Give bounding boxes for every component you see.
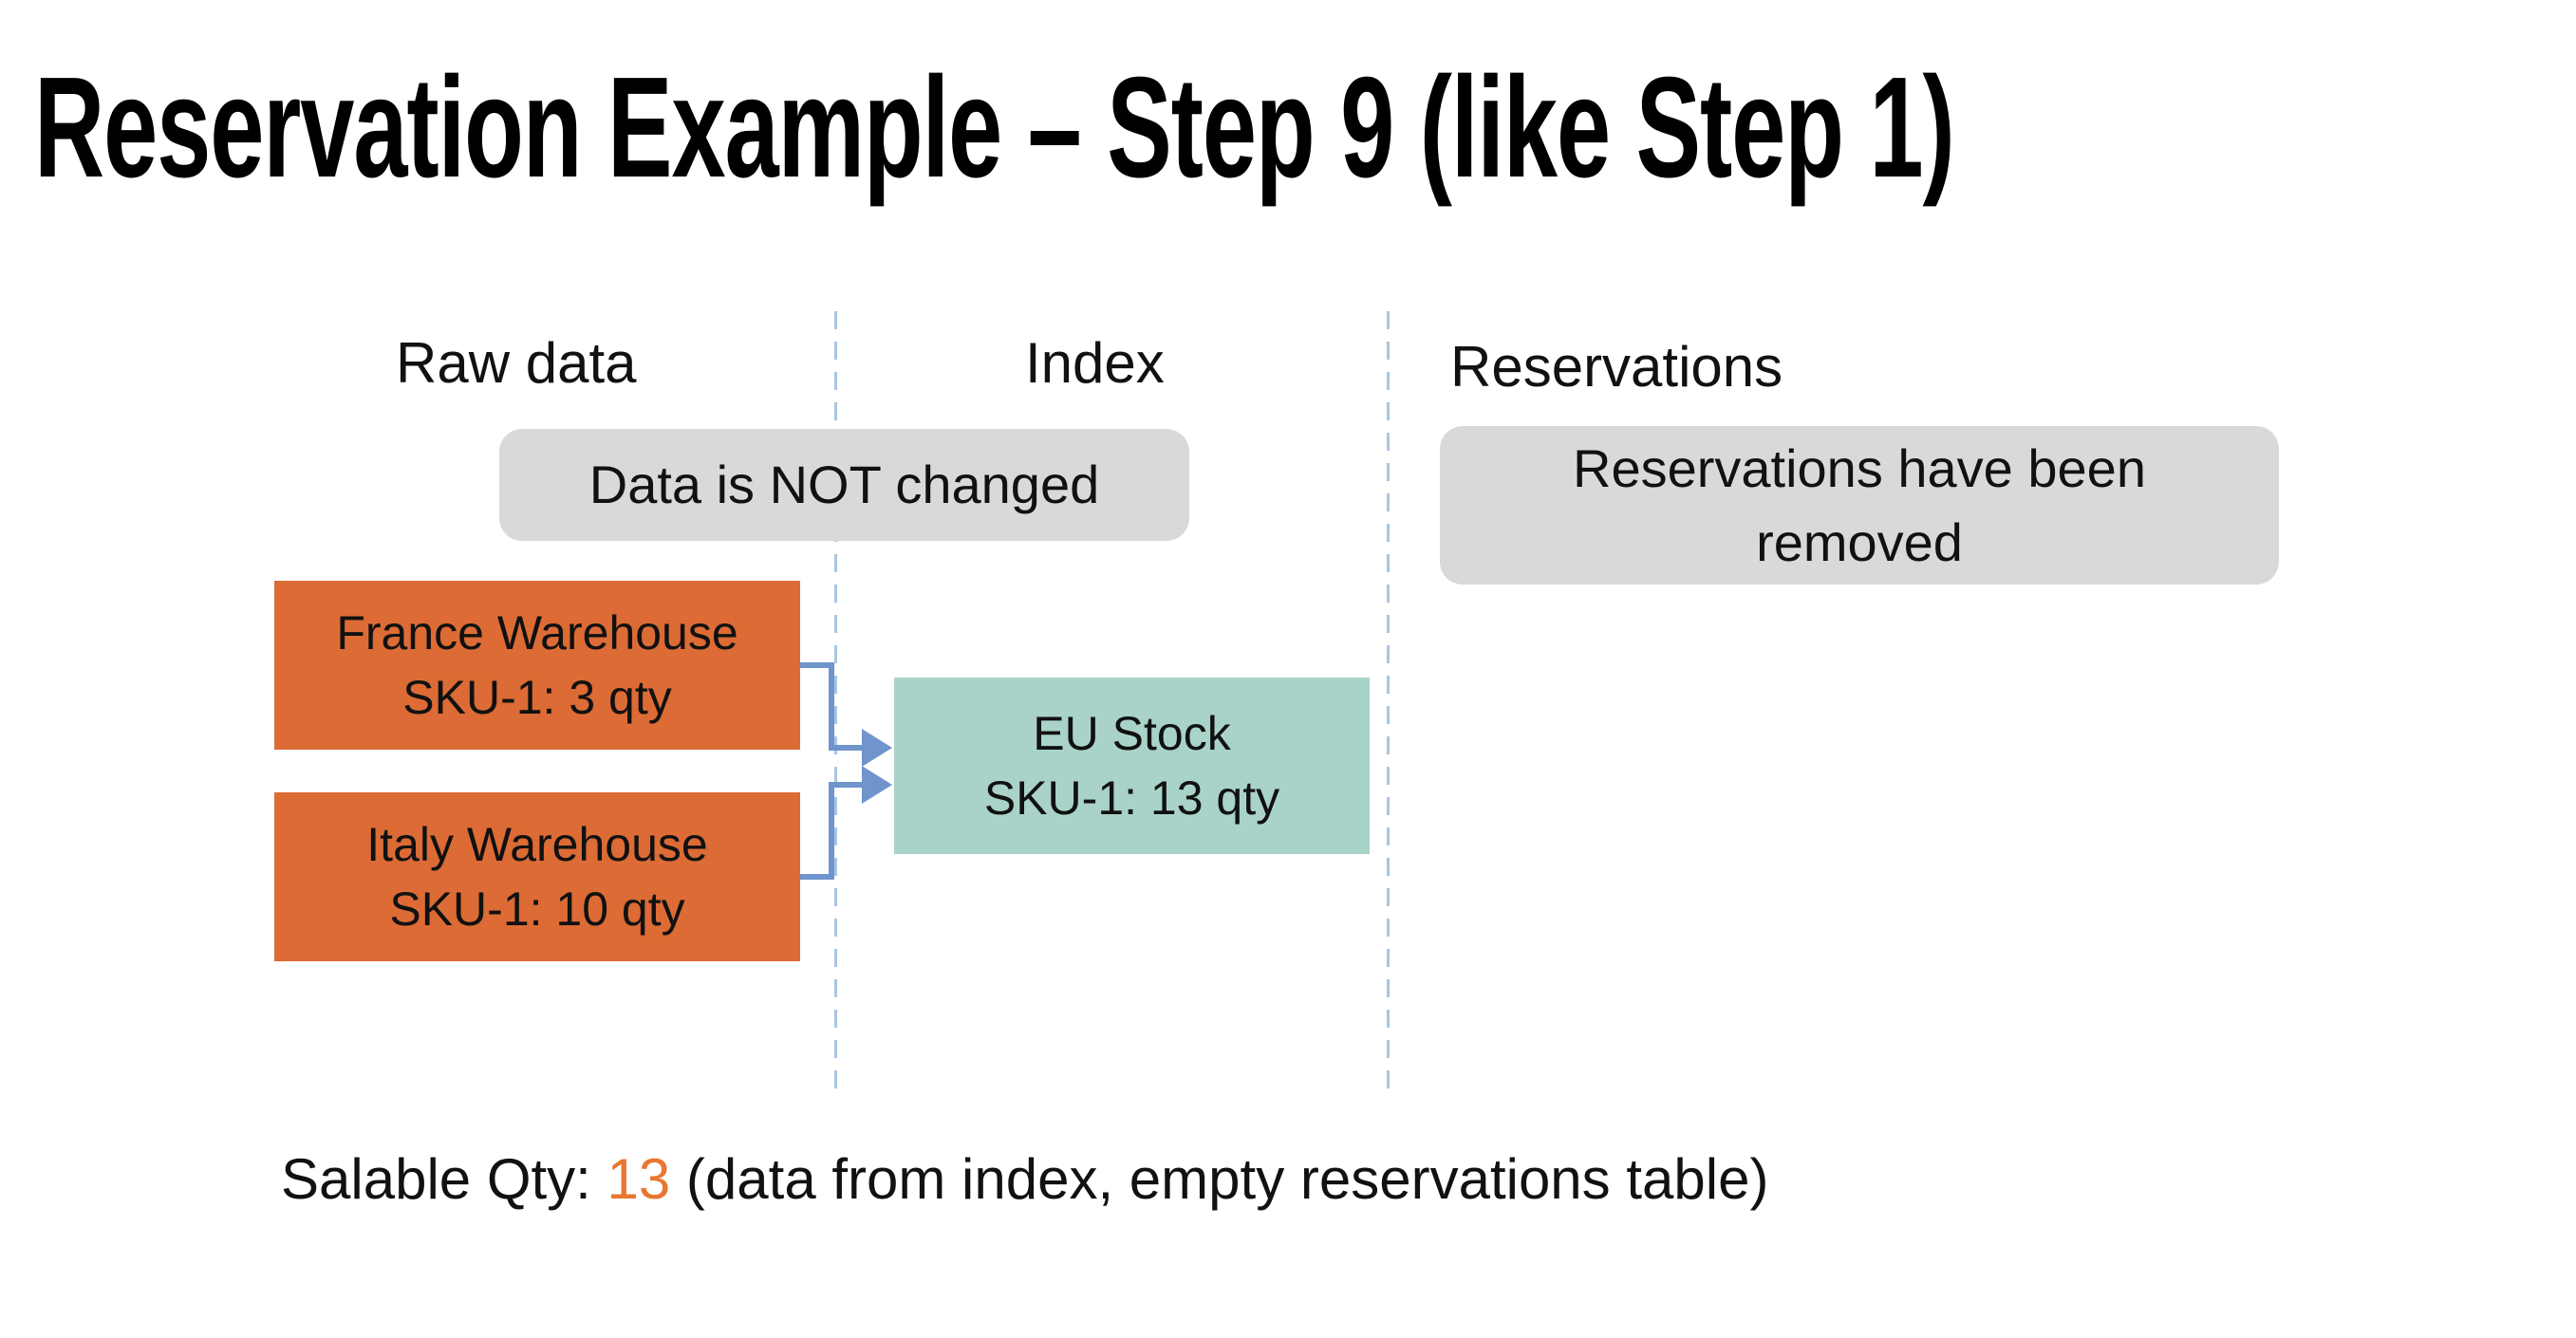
column-divider-right	[1387, 311, 1390, 1091]
node-france-warehouse-title: France Warehouse	[336, 606, 738, 660]
callout-reservations-removed-text: Reservations have been removed	[1573, 438, 2146, 572]
node-eu-stock-title: EU Stock	[1033, 707, 1231, 760]
salable-qty-note: (data from index, empty reservations tab…	[670, 1147, 1769, 1211]
salable-qty-label: Salable Qty:	[281, 1147, 607, 1211]
salable-qty-summary: Salable Qty: 13 (data from index, empty …	[281, 1148, 1768, 1211]
callout-reservations-removed: Reservations have been removed	[1440, 426, 2279, 585]
connector-france-to-eu	[800, 662, 864, 751]
node-eu-stock: EU Stock SKU-1: 13 qty	[894, 678, 1370, 854]
salable-qty-value: 13	[607, 1147, 671, 1211]
callout-data-not-changed: Data is NOT changed	[499, 429, 1189, 541]
node-france-warehouse: France Warehouse SKU-1: 3 qty	[274, 581, 800, 750]
node-eu-stock-qty: SKU-1: 13 qty	[983, 771, 1280, 825]
connector-italy-to-eu	[800, 782, 864, 880]
node-italy-warehouse-title: Italy Warehouse	[366, 818, 708, 871]
callout-data-not-changed-text: Data is NOT changed	[588, 455, 1100, 515]
node-italy-warehouse-qty: SKU-1: 10 qty	[389, 883, 685, 936]
column-label-raw-data: Raw data	[396, 331, 637, 395]
column-label-index: Index	[1025, 331, 1165, 395]
arrowhead-italy-to-eu-icon	[862, 766, 892, 804]
slide-title: Reservation Example – Step 9 (like Step …	[34, 46, 1955, 207]
column-label-reservations: Reservations	[1450, 335, 1783, 399]
node-italy-warehouse: Italy Warehouse SKU-1: 10 qty	[274, 792, 800, 961]
node-france-warehouse-qty: SKU-1: 3 qty	[402, 671, 672, 724]
arrowhead-france-to-eu-icon	[862, 729, 892, 767]
